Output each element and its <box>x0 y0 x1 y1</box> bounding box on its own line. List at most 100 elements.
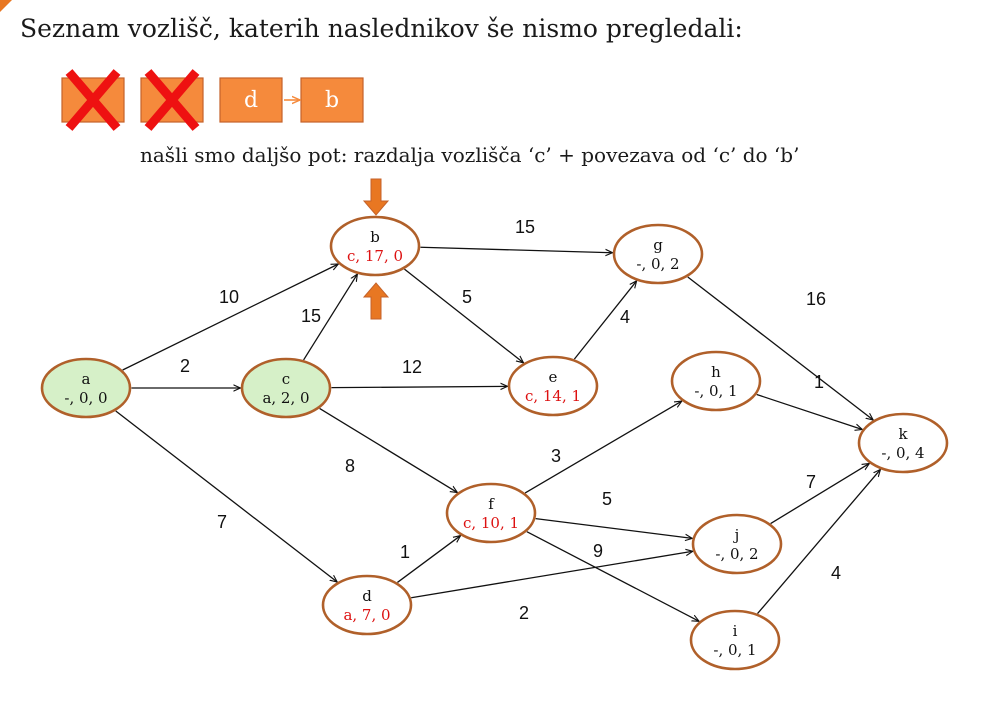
node-info-j: -, 0, 2 <box>715 545 758 563</box>
node-j: j-, 0, 2 <box>691 513 783 575</box>
node-info-f: c, 10, 1 <box>463 514 519 532</box>
edge-weight-j-k: 7 <box>806 472 816 492</box>
node-f: fc, 10, 1 <box>445 482 537 544</box>
edge-weight-c-b: 15 <box>301 306 321 326</box>
queue-label: b <box>325 88 339 113</box>
node-h: h-, 0, 1 <box>670 350 762 412</box>
edge-c-e <box>331 386 507 387</box>
edge-e-g <box>573 281 636 360</box>
node-info-k: -, 0, 4 <box>881 444 924 462</box>
edge-c-b <box>303 274 358 361</box>
edge-i-k <box>757 469 881 615</box>
nodes: a-, 0, 0 bc, 17, 0 ca, 2, 0 da, 7, 0 ec, 14,… <box>40 215 949 671</box>
node-info-i: -, 0, 1 <box>713 641 756 659</box>
node-shape-b <box>329 215 421 277</box>
corner-accent <box>0 0 12 12</box>
node-shape-d <box>321 574 413 636</box>
node-info-h: -, 0, 1 <box>694 382 737 400</box>
node-shape-j <box>691 513 783 575</box>
queue-box <box>219 77 283 123</box>
node-shape-h <box>670 350 762 412</box>
node-shape-e <box>507 355 599 417</box>
node-e: ec, 14, 1 <box>507 355 599 417</box>
edge-c-f <box>319 407 458 492</box>
edge-j-k <box>770 463 870 525</box>
node-c: ca, 2, 0 <box>240 357 332 419</box>
edge-weight-a-d: 7 <box>217 512 227 532</box>
node-id-k: k <box>898 425 908 443</box>
node-id-i: i <box>733 622 738 640</box>
edge-weight-h-k: 1 <box>814 372 824 392</box>
node-shape-i <box>689 609 781 671</box>
edge-f-i <box>526 531 699 622</box>
down-arrow-icon <box>362 178 390 216</box>
node-shape-a <box>40 357 132 419</box>
edge-d-j <box>411 551 693 599</box>
edge-b-e <box>404 268 523 363</box>
node-info-a: -, 0, 0 <box>64 389 107 407</box>
up-arrow-icon <box>362 282 390 320</box>
node-id-j: j <box>733 526 740 544</box>
node-info-c: a, 2, 0 <box>262 389 309 407</box>
edge-weight-i-k: 4 <box>831 563 841 583</box>
edge-b-g <box>420 246 612 252</box>
node-d: da, 7, 0 <box>321 574 413 636</box>
node-id-g: g <box>653 236 663 254</box>
node-shape-k <box>857 412 949 474</box>
edge-a-d <box>115 410 337 582</box>
annotation-note: našli smo daljšo pot: razdalja vozlišča … <box>140 143 800 167</box>
node-i: i-, 0, 1 <box>689 609 781 671</box>
node-info-g: -, 0, 2 <box>636 255 679 273</box>
edge-f-h <box>524 401 682 494</box>
node-id-e: e <box>549 368 558 386</box>
slide-heading: Seznam vozlišč, katerih naslednikov še n… <box>20 14 743 43</box>
node-shape-g <box>612 223 704 285</box>
node-shape-c <box>240 357 332 419</box>
node-id-a: a <box>82 370 91 388</box>
edge-weight-g-k: 16 <box>806 289 826 309</box>
node-g: g-, 0, 2 <box>612 223 704 285</box>
edge-f-j <box>535 517 693 539</box>
cross-icon <box>144 69 200 131</box>
edge-h-k <box>756 393 863 430</box>
node-id-b: b <box>370 228 380 246</box>
edge-weight-a-b: 10 <box>219 287 239 307</box>
queue-label: d <box>244 88 258 113</box>
edge-weight-b-e: 5 <box>462 287 472 307</box>
edge-g-k <box>687 276 873 420</box>
node-id-d: d <box>362 587 372 605</box>
edge-weight-a-c: 2 <box>180 356 190 376</box>
node-id-c: c <box>282 370 290 388</box>
queue-box <box>300 77 364 123</box>
queue-item: b <box>300 77 364 123</box>
highlight-markers <box>362 178 390 320</box>
edge-weight-f-i: 9 <box>593 541 603 561</box>
node-info-b: c, 17, 0 <box>347 247 403 265</box>
edge-weight-d-j: 2 <box>519 603 529 623</box>
queue-item <box>61 69 125 131</box>
node-shape-f <box>445 482 537 544</box>
edge-weight-d-f: 1 <box>400 542 410 562</box>
node-id-f: f <box>488 495 495 513</box>
edge-a-b <box>122 264 339 371</box>
edge-weight-c-f: 8 <box>345 456 355 476</box>
edge-weight-f-h: 3 <box>551 446 561 466</box>
queue-item <box>140 69 204 131</box>
edge-d-f <box>397 536 460 583</box>
edge-weight-e-g: 4 <box>620 307 630 327</box>
node-b: bc, 17, 0 <box>329 215 421 277</box>
node-info-d: a, 7, 0 <box>343 606 390 624</box>
node-info-e: c, 14, 1 <box>525 387 581 405</box>
node-a: a-, 0, 0 <box>40 357 132 419</box>
edge-weight-b-g: 15 <box>515 217 535 237</box>
edge-weight-c-e: 12 <box>402 357 422 377</box>
node-k: k-, 0, 4 <box>857 412 949 474</box>
edge-weight-f-j: 5 <box>602 489 612 509</box>
cross-icon <box>65 69 121 131</box>
queue-item: d <box>219 77 283 123</box>
node-id-h: h <box>711 363 721 381</box>
